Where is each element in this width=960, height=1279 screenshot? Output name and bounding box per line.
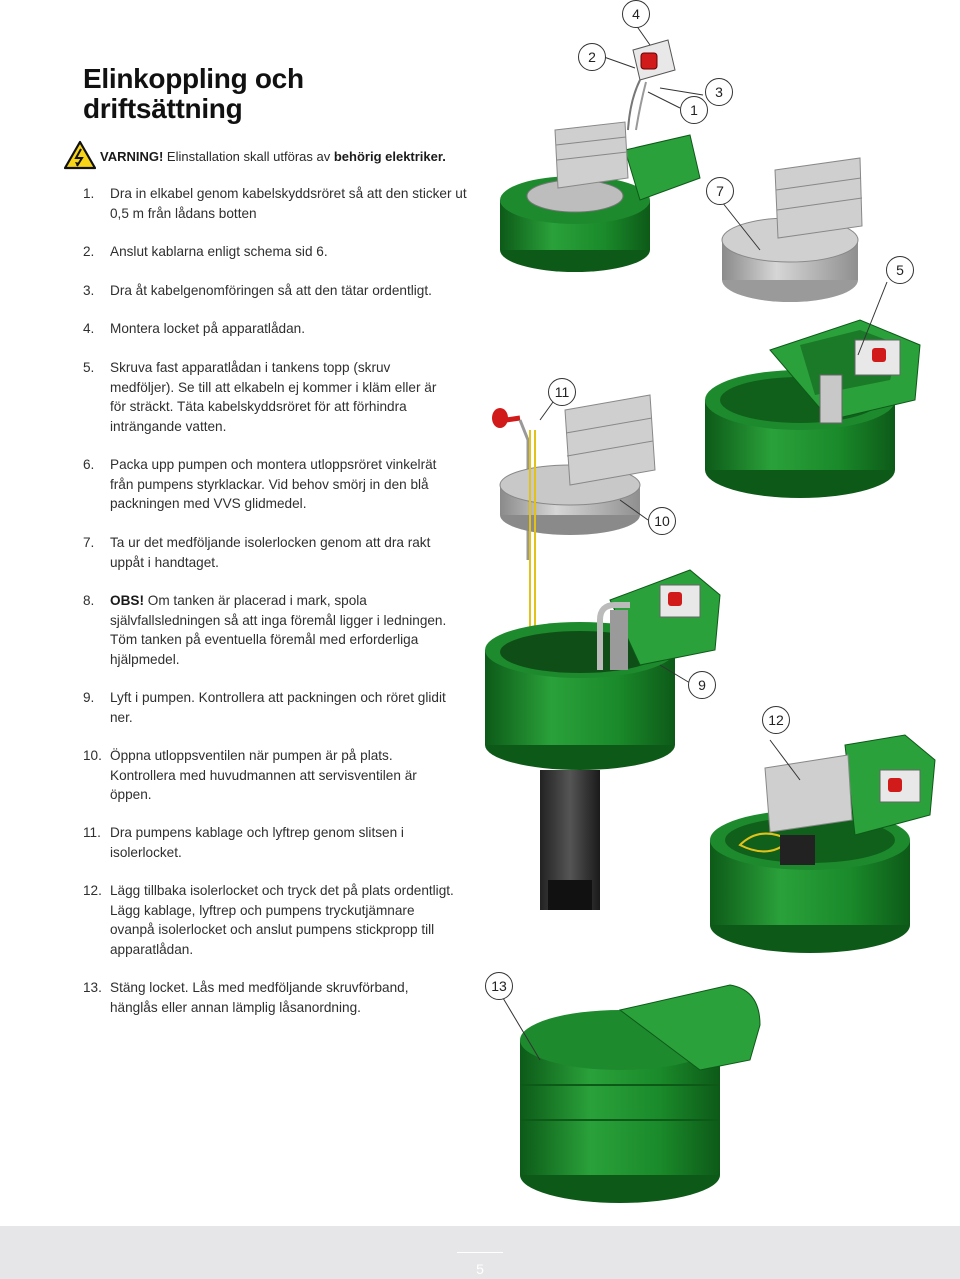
warning-emphasis: behörig elektriker. bbox=[333, 149, 446, 164]
callout-1: 1 bbox=[680, 96, 708, 124]
callout-4: 4 bbox=[622, 0, 650, 28]
step-text: Dra in elkabel genom kabelskyddsröret så… bbox=[110, 186, 467, 221]
title-line-1: Elinkoppling och bbox=[83, 63, 304, 94]
step-number: 9. bbox=[83, 690, 95, 705]
footer-rule bbox=[457, 1252, 503, 1253]
step-number: 11. bbox=[83, 825, 101, 840]
step-number: 3. bbox=[83, 283, 95, 298]
step-text: Lyft i pumpen. Kontrollera att packninge… bbox=[110, 690, 446, 725]
page-number: 5 bbox=[476, 1261, 484, 1277]
figure-tank-box-open bbox=[705, 319, 921, 498]
callout-5: 5 bbox=[886, 256, 914, 284]
step-text: Öppna utloppsventilen när pumpen är på p… bbox=[110, 748, 417, 802]
step-text: Skruva fast apparatlådan i tankens topp … bbox=[110, 360, 437, 434]
callout-leaders bbox=[502, 24, 888, 1061]
warning-body: Elinstallation skall utföras av bbox=[163, 149, 334, 164]
figure-junction-box bbox=[500, 39, 701, 272]
step-text: Montera locket på apparatlådan. bbox=[110, 321, 305, 336]
step-number: 5. bbox=[83, 360, 95, 375]
obs-label: OBS! bbox=[110, 593, 144, 608]
warning-notice: VARNING! Elinstallation skall utföras av… bbox=[64, 140, 484, 174]
step-text: Dra åt kabelgenomföringen så att den tät… bbox=[110, 283, 432, 298]
step-text: Stäng locket. Lås med medföljande skruvf… bbox=[110, 980, 409, 1015]
callout-2: 2 bbox=[578, 43, 606, 71]
step-number: 2. bbox=[83, 244, 95, 259]
step-text: Ta ur det medföljande isolerlocken genom… bbox=[110, 535, 431, 570]
step-number: 8. bbox=[83, 593, 95, 608]
callout-9: 9 bbox=[688, 671, 716, 699]
figure-insulation-lid bbox=[721, 157, 863, 302]
figure-tank-closed bbox=[520, 984, 761, 1203]
callout-7: 7 bbox=[706, 177, 734, 205]
callout-12: 12 bbox=[762, 706, 790, 734]
callout-11: 11 bbox=[548, 378, 576, 406]
step-8-body: Om tanken är placerad i mark, spola själ… bbox=[110, 593, 447, 667]
callout-13: 13 bbox=[485, 972, 513, 1000]
page-title: Elinkoppling och driftsättning bbox=[83, 64, 304, 124]
warning-label: VARNING! bbox=[100, 149, 164, 164]
step-text: Lägg tillbaka isolerlocket och tryck det… bbox=[110, 883, 454, 957]
step-number: 13. bbox=[83, 980, 102, 995]
page-footer: 5 bbox=[0, 1226, 960, 1279]
warning-text: VARNING! Elinstallation skall utföras av… bbox=[100, 149, 446, 164]
step-text: OBS! Om tanken är placerad i mark, spola… bbox=[110, 591, 460, 669]
step-number: 10. bbox=[83, 748, 102, 763]
step-number: 4. bbox=[83, 321, 95, 336]
title-line-2: driftsättning bbox=[83, 93, 243, 124]
callout-3: 3 bbox=[705, 78, 733, 106]
step-number: 7. bbox=[83, 535, 95, 550]
installation-illustrations bbox=[485, 24, 936, 1203]
step-text: Packa upp pumpen och montera utloppsröre… bbox=[110, 457, 437, 511]
electrical-hazard-icon bbox=[64, 140, 96, 170]
red-plug-icon bbox=[640, 52, 658, 70]
step-text: Anslut kablarna enligt schema sid 6. bbox=[110, 244, 328, 259]
step-text: Dra pumpens kablage och lyftrep genom sl… bbox=[110, 825, 404, 860]
callout-10: 10 bbox=[648, 507, 676, 535]
step-number: 12. bbox=[83, 883, 102, 898]
step-number: 1. bbox=[83, 186, 95, 201]
step-number: 6. bbox=[83, 457, 95, 472]
figure-lid-placed bbox=[710, 734, 936, 953]
figure-pump-installation bbox=[485, 394, 721, 910]
